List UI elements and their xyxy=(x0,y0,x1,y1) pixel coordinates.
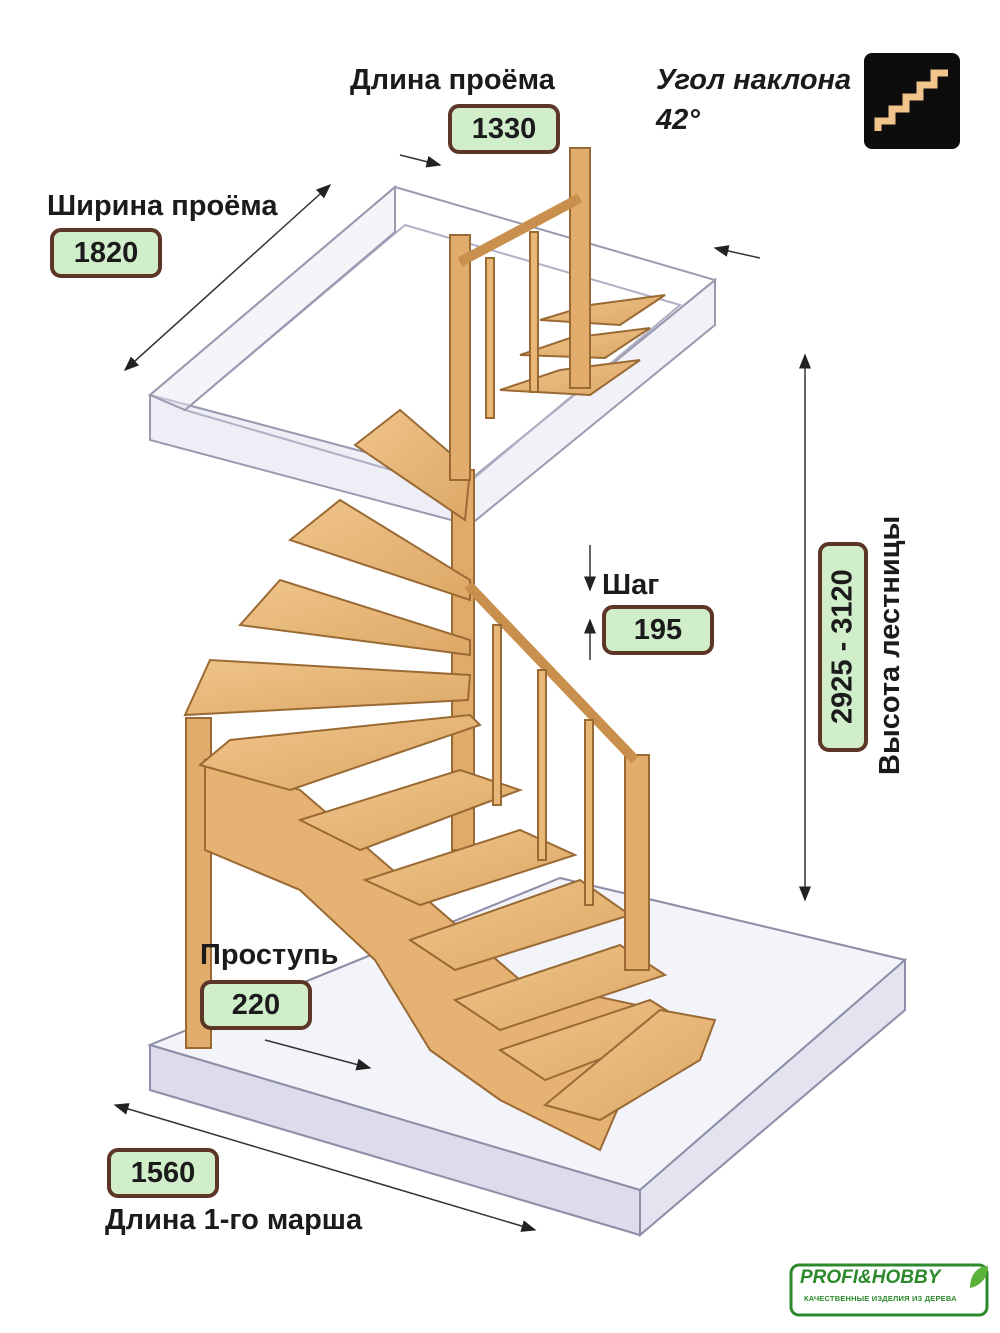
logo-tagline: КАЧЕСТВЕННЫЕ ИЗДЕЛИЯ ИЗ ДЕРЕВА xyxy=(804,1294,957,1303)
slope-angle-value: 42° xyxy=(656,104,700,136)
slope-angle-label: Угол наклона xyxy=(656,64,852,96)
upper-opening-frame xyxy=(147,184,718,528)
opening-length-badge: 1330 xyxy=(448,104,560,154)
dimension-lines xyxy=(113,154,811,1232)
step-height-badge: 195 xyxy=(602,605,714,655)
brand-logo: PROFI&HOBBY КАЧЕСТВЕННЫЕ ИЗДЕЛИЯ ИЗ ДЕРЕ… xyxy=(788,1262,994,1320)
tread-label: Проступь xyxy=(200,939,339,971)
step-height-label: Шаг xyxy=(602,569,660,601)
stairs-icon xyxy=(864,53,960,149)
opening-width-badge: 1820 xyxy=(50,228,162,278)
tread-badge: 220 xyxy=(200,980,312,1030)
leaf-icon xyxy=(970,1266,988,1288)
opening-width-label: Ширина проёма xyxy=(47,190,278,222)
first-flight-length-badge: 1560 xyxy=(107,1148,219,1198)
logo-brand: PROFI&HOBBY xyxy=(800,1267,941,1288)
stair-height-label: Высота лестницы xyxy=(874,515,906,775)
opening-length-label: Длина проёма xyxy=(350,64,555,96)
first-flight-length-label: Длина 1-го марша xyxy=(105,1204,363,1236)
stair-height-badge: 2925 - 3120 xyxy=(818,542,868,752)
staircase xyxy=(183,147,717,1152)
